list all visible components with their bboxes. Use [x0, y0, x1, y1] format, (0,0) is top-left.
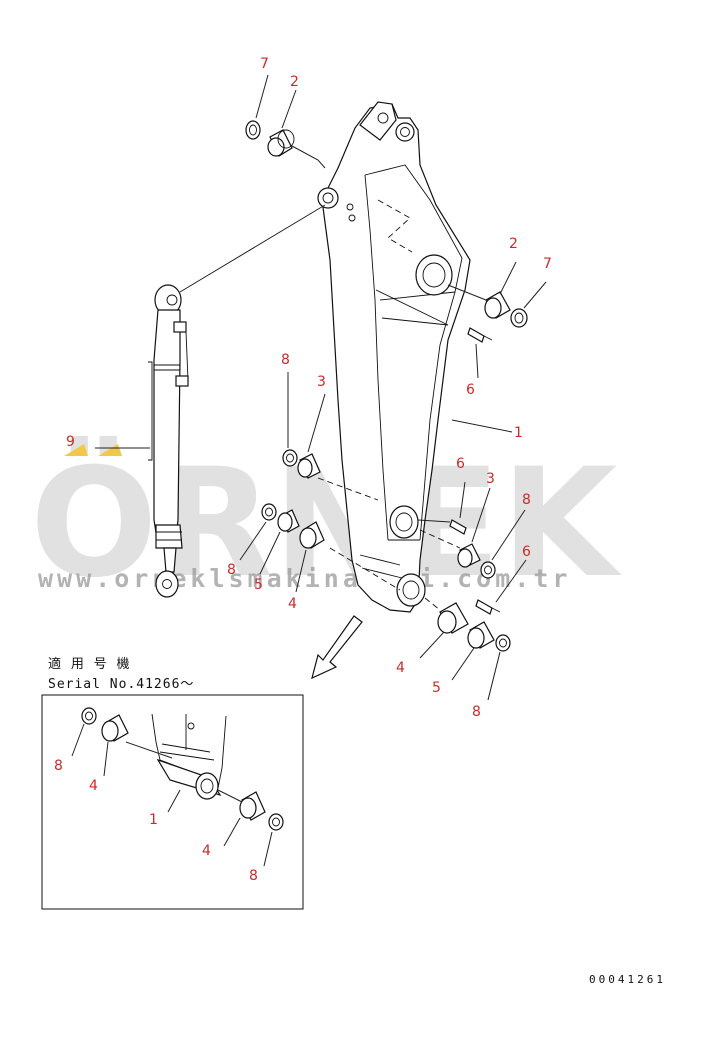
callout-4: 4 [288, 596, 297, 612]
callout-8: 8 [472, 704, 481, 720]
document-number: 00041261 [589, 973, 666, 986]
serial-note-japanese: 適 用 号 機 [48, 656, 130, 672]
hydraulic-cylinder [148, 284, 189, 598]
lower-parts [261, 449, 511, 652]
watermark-brand: ÖRNEK [30, 435, 622, 611]
callout-8: 8 [227, 562, 236, 578]
main-callouts: 7 2 2 7 6 8 3 1 9 6 3 8 6 8 5 4 4 5 8 [66, 56, 552, 720]
callout-6: 6 [466, 382, 475, 398]
view-direction-arrow [311, 615, 363, 680]
boom-arm [317, 101, 471, 613]
inset-callout-4: 4 [89, 778, 98, 794]
inset-callout-4: 4 [202, 843, 211, 859]
connection-lines [179, 145, 487, 523]
seal-7-upper-left [245, 120, 261, 140]
callout-5: 5 [432, 680, 441, 696]
serial-note: 適 用 号 機 Serial No.41266～ [48, 656, 194, 692]
callout-7: 7 [543, 256, 552, 272]
inset-callout-1: 1 [149, 812, 158, 828]
watermark: ÖRNEK www.orneklsmakinalari.com.tr [30, 435, 622, 611]
callout-3: 3 [486, 471, 495, 487]
callout-6: 6 [522, 544, 531, 560]
watermark-url: www.orneklsmakinalari.com.tr [38, 564, 571, 593]
callout-2: 2 [509, 236, 518, 252]
callout-4: 4 [396, 660, 405, 676]
upper-parts [245, 120, 528, 343]
inset-detail: 8 4 1 4 8 [41, 694, 304, 910]
inset-callout-8: 8 [54, 758, 63, 774]
callout-leaders [95, 74, 547, 701]
callout-8: 8 [522, 492, 531, 508]
watermark-accent-marks [64, 444, 122, 456]
serial-note-number: Serial No.41266～ [48, 677, 194, 692]
callout-1: 1 [514, 425, 523, 441]
callout-2: 2 [290, 74, 299, 90]
callout-3: 3 [317, 374, 326, 390]
callout-6: 6 [456, 456, 465, 472]
callout-8: 8 [281, 352, 290, 368]
inset-callout-8: 8 [249, 868, 258, 884]
callout-9: 9 [66, 434, 75, 450]
callout-7: 7 [260, 56, 269, 72]
callout-5: 5 [254, 577, 263, 593]
